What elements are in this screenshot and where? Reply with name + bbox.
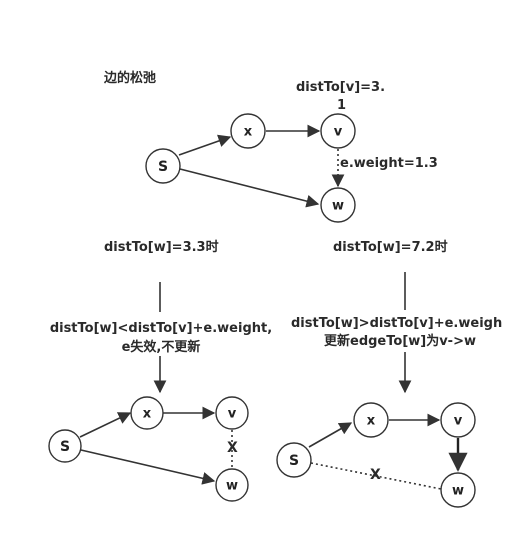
- node-w-right: w: [440, 472, 476, 508]
- node-x-right-label: x: [367, 414, 376, 429]
- node-x-top: x: [230, 113, 266, 149]
- right-condition-line2: 更新edgeTo[w]为v->w: [324, 334, 476, 349]
- left-cross-mark: X: [227, 440, 238, 456]
- node-x-right: x: [353, 402, 389, 438]
- left-condition-line1: distTo[w]<distTo[v]+e.weight,: [49, 321, 273, 336]
- node-x-left-label: x: [143, 407, 152, 422]
- diagram-title: 边的松弛: [104, 71, 157, 86]
- node-w-right-label: w: [452, 484, 464, 499]
- right-cross-mark: X: [370, 467, 381, 483]
- edge-s-x-top: [178, 134, 232, 156]
- right-condition-line1: distTo[w]>distTo[v]+e.weigh: [291, 316, 503, 331]
- left-condition-line2: e失效,不更新: [121, 340, 201, 355]
- right-case-heading: distTo[w]=7.2时: [333, 240, 448, 255]
- node-s-top: S: [145, 148, 181, 184]
- node-s-left: S: [48, 429, 82, 463]
- node-w-left-label: w: [226, 479, 238, 494]
- edge-s-w-top: [179, 168, 320, 208]
- edge-s-x-right: [308, 422, 353, 448]
- node-x-top-label: x: [244, 125, 253, 140]
- left-case-heading: distTo[w]=3.3时: [104, 240, 219, 255]
- node-v-right: v: [440, 402, 476, 438]
- edge-s-w-right: [310, 462, 442, 490]
- node-w-left: w: [215, 468, 249, 502]
- node-v-left-label: v: [228, 407, 237, 422]
- node-s-top-label: S: [158, 159, 168, 175]
- node-x-left: x: [130, 396, 164, 430]
- node-v-top-label: v: [334, 125, 343, 140]
- dist-v-label: distTo[v]=3.: [296, 80, 386, 95]
- dist-v-label-cont: 1: [337, 98, 347, 113]
- edge-s-w-left: [80, 449, 216, 485]
- node-s-left-label: S: [60, 439, 70, 455]
- node-s-right: S: [276, 442, 312, 478]
- node-s-right-label: S: [289, 453, 299, 469]
- edge-weight-label: e.weight=1.3: [340, 156, 438, 171]
- node-v-left: v: [215, 396, 249, 430]
- edge-s-x-left: [79, 412, 132, 438]
- node-v-right-label: v: [454, 414, 463, 429]
- node-w-top-label: w: [332, 199, 344, 214]
- node-w-top: w: [320, 187, 356, 223]
- node-v-top: v: [320, 113, 356, 149]
